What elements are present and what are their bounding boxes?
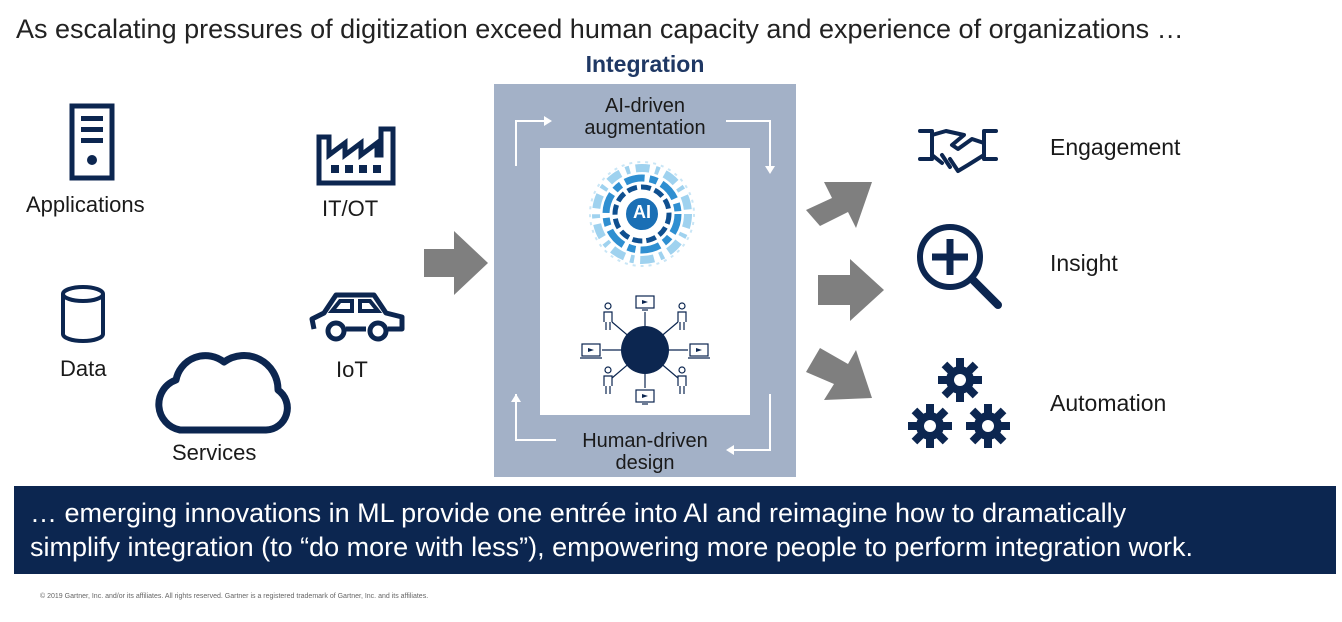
gears-icon	[908, 358, 1010, 448]
handshake-icon	[918, 129, 998, 173]
headline: As escalating pressures of digitization …	[16, 14, 1184, 44]
ai-emblem-icon	[589, 161, 695, 267]
label-it-ot: IT/OT	[322, 196, 379, 221]
factory-icon	[316, 126, 396, 186]
cloud-icon	[155, 352, 291, 434]
loop-arrows-icon	[511, 116, 775, 455]
people-network-icon	[580, 295, 710, 405]
label-insight: Insight	[1050, 250, 1118, 276]
ai-badge-text: AI	[633, 202, 651, 222]
output-arrow-down-icon	[806, 348, 872, 400]
label-data: Data	[60, 356, 107, 381]
conclusion-banner	[14, 486, 1336, 574]
output-arrow-up-icon	[806, 182, 872, 228]
copyright-notice: © 2019 Gartner, Inc. and/or its affiliat…	[40, 593, 429, 600]
server-icon	[69, 103, 115, 181]
label-engagement: Engagement	[1050, 134, 1181, 160]
label-applications: Applications	[26, 192, 145, 217]
label-services: Services	[172, 440, 257, 465]
integration-title: Integration	[585, 51, 705, 77]
label-automation: Automation	[1050, 390, 1167, 416]
car-icon	[309, 292, 405, 342]
ai-driven-label: AI-driven augmentation	[584, 95, 706, 139]
magnifier-plus-icon	[917, 224, 1002, 309]
input-arrow-icon	[424, 231, 488, 295]
human-driven-label: Human-driven design	[582, 430, 708, 474]
output-arrow-right-icon	[818, 259, 884, 321]
database-icon	[61, 285, 105, 343]
conclusion-text: … emerging innovations in ML provide one…	[30, 498, 1193, 562]
label-iot: IoT	[336, 357, 368, 382]
